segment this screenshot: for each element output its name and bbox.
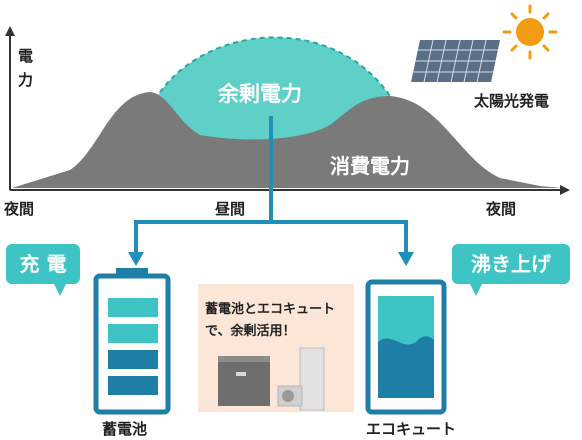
water-tank-icon: [365, 279, 447, 415]
flow-lines: [134, 116, 408, 256]
flow-arrow-left: [128, 252, 144, 266]
charge-bubble: 充 電: [6, 244, 80, 296]
y-axis-arrow: [5, 26, 15, 36]
flow-arrow-right: [398, 252, 414, 266]
surplus-area: [155, 37, 390, 144]
promo-text-line2: で、余剰活用！: [205, 324, 296, 339]
battery-icon: [93, 268, 171, 415]
ecocute-label: エコキュート: [366, 420, 457, 438]
ecocute-unit-image: [277, 347, 325, 411]
x-axis-arrow: [560, 185, 570, 195]
boil-bubble: 沸き上げ: [452, 244, 570, 296]
promo-text-line1: 蓄電池とエコキュート: [205, 302, 336, 317]
battery-label: 蓄電池: [102, 420, 148, 438]
sun-icon: [502, 4, 558, 60]
x-label-noon: 昼間: [215, 200, 246, 218]
surplus-label: 余剰電力: [218, 82, 302, 106]
x-label-night-left: 夜間: [4, 200, 35, 218]
solar-label: 太陽光発電: [474, 92, 550, 110]
solar-panel-icon: [411, 40, 500, 82]
consumption-area: [12, 92, 562, 188]
consumption-label: 消費電力: [330, 154, 410, 178]
surplus-dashed-outline: [154, 36, 391, 101]
battery-unit-image: [218, 356, 270, 406]
x-label-night-right: 夜間: [486, 200, 517, 218]
y-axis-label: 電 力: [18, 47, 34, 89]
